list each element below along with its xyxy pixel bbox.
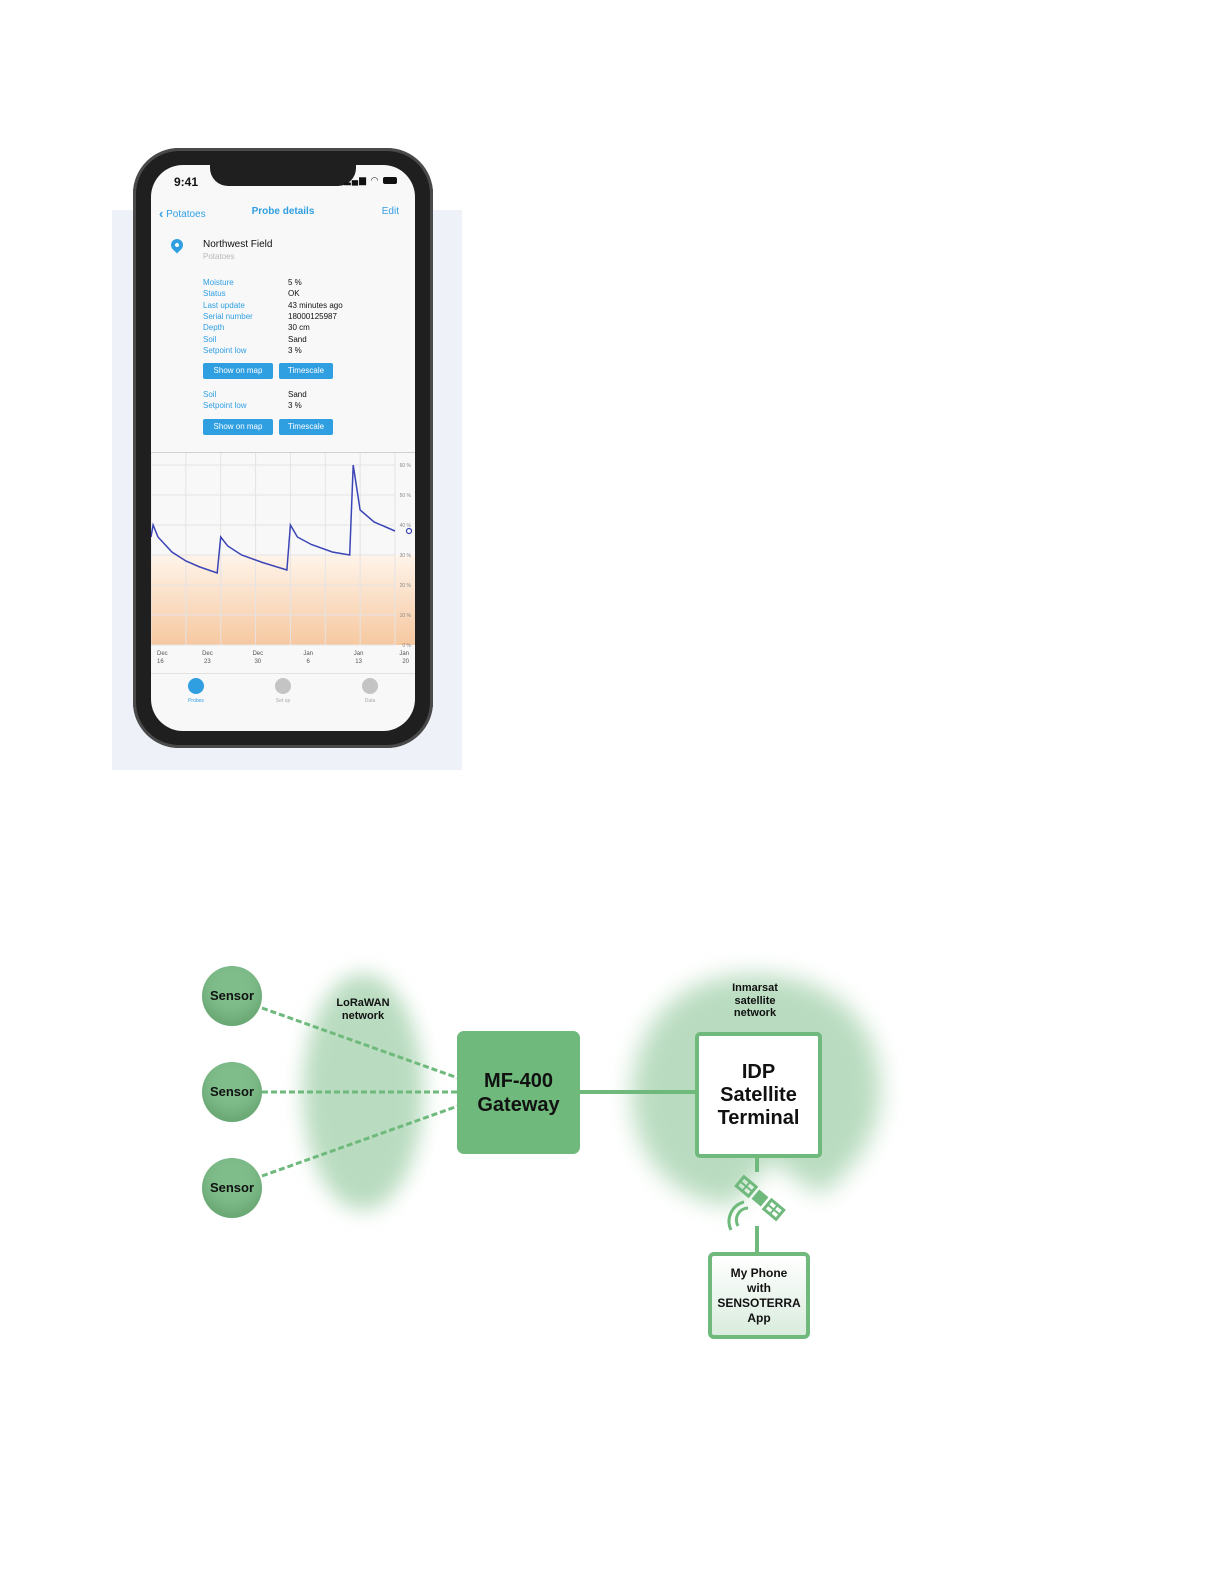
detail-value: Sand — [288, 390, 307, 399]
phone-screen: 9:41 ▂▄▆ ◠ ‹ Potatoes Probe details Edit… — [151, 165, 415, 731]
chevron-left-icon: ‹ — [159, 206, 164, 221]
sensor-node: Sensor — [202, 1158, 262, 1218]
chart-series-line — [151, 464, 396, 575]
satellite-icon — [734, 1174, 786, 1222]
label-line: Satellite — [720, 1083, 797, 1106]
label-line: with — [747, 1280, 771, 1295]
dashed-link — [261, 1104, 459, 1178]
detail-key: Status — [203, 289, 226, 299]
chart-y-tick: 60 % — [400, 463, 412, 469]
lorawan-label: LoRaWAN network — [323, 997, 403, 1022]
label-line: App — [747, 1310, 771, 1325]
chart-x-tick-month: Jan — [399, 651, 409, 657]
chart-y-tick: 20 % — [400, 583, 412, 589]
sensor-node: Sensor — [202, 1062, 262, 1122]
moisture-chart: 60 % 50 % 40 % 30 % 20 % 10 % 0 % Dec 16 Dec 23 De… — [151, 453, 415, 665]
detail-value: Sand — [288, 334, 307, 344]
detail-key: Last update — [203, 300, 245, 310]
chart-x-tick-day: 6 — [307, 659, 311, 665]
field-name: Northwest Field — [203, 239, 273, 250]
chart-x-tick-day: 20 — [402, 659, 409, 665]
probe-details-list: Moisture 5 % Status OK Last update 43 minut… — [203, 277, 403, 357]
label-line: My Phone — [730, 1265, 788, 1280]
detail-key: Setpoint low — [203, 401, 247, 411]
detail-value: 3 % — [288, 401, 302, 411]
label-line: LoRaWAN — [336, 997, 390, 1009]
dashed-link — [261, 1006, 459, 1080]
status-time: 9:41 — [174, 175, 199, 189]
chart-y-tick: 10 % — [400, 613, 412, 619]
tab-label: Set up — [275, 698, 291, 704]
tab-label: Probes — [188, 698, 204, 704]
field-crop: Potatoes — [203, 252, 235, 261]
show-on-map-button-2[interactable]: Show on map — [203, 419, 273, 435]
label-line: network — [341, 1009, 385, 1022]
detail-value: 43 minutes ago — [288, 300, 343, 310]
my-phone-node: My Phone with SENSOTERRA App — [708, 1252, 810, 1339]
chart-last-point — [405, 527, 413, 535]
back-button[interactable]: ‹ Potatoes — [159, 206, 206, 221]
chart-y-tick: 0 % — [402, 643, 411, 649]
label-line: SENSOTERRA — [717, 1295, 801, 1310]
chart-y-tick: 40 % — [400, 523, 412, 529]
timescale-button-2[interactable]: Timescale — [279, 419, 333, 435]
detail-value: 30 cm — [288, 323, 310, 333]
chart-x-tick-day: 23 — [204, 659, 211, 665]
idp-terminal-node: IDP Satellite Terminal — [695, 1032, 822, 1158]
timescale-button[interactable]: Timescale — [279, 363, 333, 379]
location-pin-icon — [188, 678, 204, 694]
globe-icon — [275, 678, 291, 694]
detail-value: 5 % — [288, 278, 302, 287]
tab-data[interactable]: Data — [350, 678, 390, 708]
chart-icon — [362, 678, 378, 694]
tab-probes[interactable]: Probes — [176, 678, 216, 708]
chart-x-tick-month: Dec — [157, 651, 168, 657]
status-icons: ▂▄▆ ◠ — [344, 175, 397, 186]
page-title: Probe details — [251, 206, 315, 217]
chart-target-band — [151, 555, 415, 645]
gateway-node: MF-400 Gateway — [457, 1031, 580, 1154]
chart-x-tick-day: 13 — [355, 659, 362, 665]
label-line: Gateway — [477, 1093, 560, 1116]
chart-y-tick: 30 % — [400, 553, 412, 559]
label-line: Inmarsat — [732, 982, 778, 994]
show-on-map-button[interactable]: Show on map — [203, 363, 273, 379]
inmarsat-label: Inmarsat satellite network — [710, 982, 800, 1020]
detail-key: Soil — [203, 390, 217, 399]
battery-icon — [383, 177, 397, 185]
chart-x-tick-month: Dec — [252, 651, 263, 657]
chart-x-tick-day: 16 — [157, 659, 164, 665]
satellite-dish-icon — [727, 1200, 749, 1231]
probe-details-list-2: Soil Sand Setpoint low 3 % — [203, 389, 403, 413]
edit-button[interactable]: Edit — [381, 206, 399, 217]
label-line: IDP — [741, 1060, 776, 1083]
label-line: MF-400 — [484, 1069, 553, 1092]
chart-x-tick-month: Jan — [354, 651, 364, 657]
chart-x-tick-month: Jan — [303, 651, 313, 657]
phone-notch — [210, 165, 356, 186]
label-line: Terminal — [717, 1106, 800, 1129]
label-line: satellite — [734, 994, 776, 1007]
signal-icon: ▂▄▆ — [343, 175, 368, 185]
tab-setup[interactable]: Set up — [263, 678, 303, 708]
detail-value: 3 % — [288, 345, 302, 355]
tabbar-divider — [151, 673, 415, 674]
wifi-icon: ◠ — [370, 175, 380, 185]
label-line: network — [733, 1007, 777, 1019]
detail-key: Moisture — [203, 278, 234, 287]
chart-x-tick-month: Dec — [202, 651, 213, 657]
tab-label: Data — [364, 698, 376, 704]
chart-y-tick: 50 % — [400, 493, 412, 499]
sensor-node: Sensor — [202, 966, 262, 1026]
detail-key: Setpoint low — [203, 345, 247, 355]
detail-value: 18000125987 — [288, 311, 337, 321]
detail-key: Soil — [203, 334, 217, 344]
detail-value: OK — [288, 289, 300, 299]
detail-key: Depth — [203, 323, 225, 333]
back-label: Potatoes — [166, 209, 206, 220]
chart-x-tick-day: 30 — [254, 659, 261, 665]
chart-divider — [151, 452, 415, 453]
detail-key: Serial number — [203, 311, 253, 321]
